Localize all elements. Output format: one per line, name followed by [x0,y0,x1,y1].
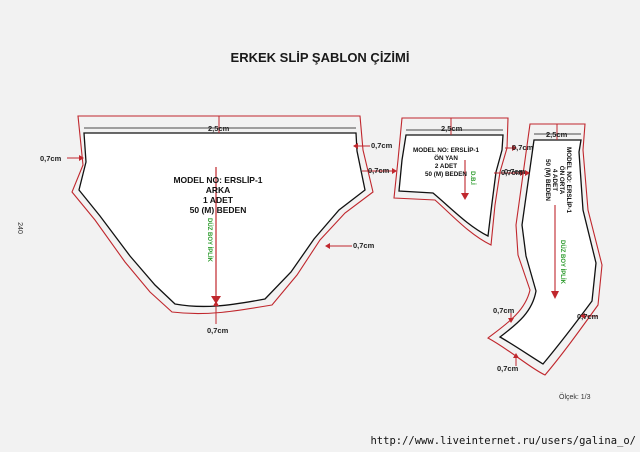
page-number: 240 [16,222,23,234]
back-grain-label: DÜZ BOY İPLİK [206,218,213,263]
front-middle-label: MODEL NO: ERSLİP-1 ÖN ORTA 4 ADET 50 (M)… [544,147,573,214]
front-middle-seam-line [486,123,603,376]
watermark-url[interactable]: http://www.liveinternet.ru/users/galina_… [370,435,636,447]
back-label-qty: 1 ADET [203,195,234,205]
front-side-grain-label: D.B.İ [469,171,476,185]
front-middle-upper-left-dim: 0,7cm [504,167,526,176]
front-side-label-qty: 2 ADET [435,163,457,170]
back-curve-arrow-icon [325,243,330,249]
back-seam-line [71,115,374,315]
front-middle-lower-left-dim: 0,7cm [493,306,515,315]
front-side-seam-line [393,117,509,246]
front-side-right-arrow-icon [512,145,517,151]
back-label-model: MODEL NO: ERSLİP-1 [173,175,262,185]
front-middle-top-dim: 2,5cm [546,130,568,139]
back-outline [78,132,366,308]
front-middle-label-name: ÖN ORTA [558,166,567,195]
front-middle-right-dim: 0,7cm [577,312,599,321]
front-side-outline [398,134,504,237]
scale-note: Ölçek: 1/3 [559,393,591,401]
front-middle-grain-arrow-icon [551,291,559,299]
back-left-dim: 0,7cm [40,154,62,163]
back-label-name: ARKA [206,185,231,195]
front-side-label-model: MODEL NO: ERSLİP-1 [413,146,480,154]
front-middle-right-arrow-icon [580,313,585,319]
piece-front-middle: 2,5cm 0,7cm 0,7cm 0,7cm 0,7cm DÜZ BOY İP… [486,123,603,376]
front-middle-label-size: 50 (M) BEDEN [544,159,551,201]
front-side-top-dim: 2,5cm [441,124,463,133]
front-middle-bottom-dim: 0,7cm [497,364,519,373]
back-left-arrow-icon [79,155,84,161]
front-middle-bottom-arrow-icon [513,353,519,358]
back-grain-arrow-icon [211,296,221,304]
back-right-dim: 0,7cm [371,141,393,150]
front-middle-lower-left-arrow-icon [508,318,514,323]
back-bottom-dim: 0,7cm [207,326,229,335]
front-side-right-dim: 0,7cm [512,143,534,152]
page-title: ERKEK SLİP ŞABLON ÇİZİMİ [231,50,410,65]
back-top-dim: 2,5cm [208,124,230,133]
back-mid-right-arrow-icon [392,168,397,174]
back-right-arrow-icon [353,143,358,149]
back-curve-dim: 0,7cm [353,241,375,250]
piece-back: 2,5cm 0,7cm 0,7cm 0,7cm 0,7cm 0,7cm DÜZ … [40,115,397,335]
piece-front-side: 2,5cm 0,7cm 0,7cm D.B.İ MODEL NO: ERSLİP… [393,117,534,246]
front-side-grain-arrow-icon [461,193,469,200]
back-mid-right-dim: 0,7cm [368,166,390,175]
front-middle-outline [498,139,597,365]
front-middle-grain-label: DÜZ BOY İPLİK [559,240,566,285]
front-middle-label-qty: 4 ADET [551,169,558,191]
back-label-size: 50 (M) BEDEN [190,205,247,215]
front-side-label-size: 50 (M) BEDEN [425,171,467,178]
front-middle-label-model: MODEL NO: ERSLİP-1 [565,147,573,214]
front-middle-upper-left-arrow-icon [525,170,530,176]
front-side-label-name: ÖN YAN [434,153,458,162]
